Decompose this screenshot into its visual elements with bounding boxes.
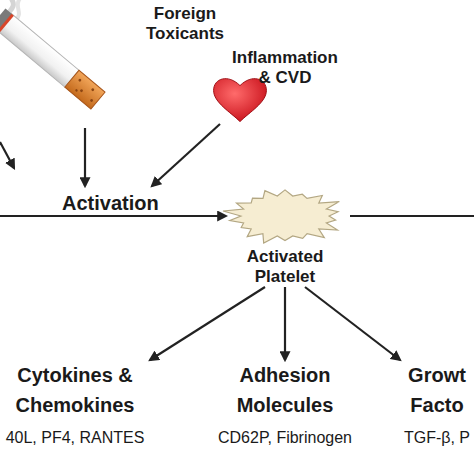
node-heading: Cytokines & Chemokines	[13, 360, 138, 420]
node-heading: Foreign Toxicants	[135, 4, 235, 44]
filter-speckle	[75, 89, 78, 92]
cigarette-ember	[0, 14, 14, 33]
product-group: Adhesion MoleculesCD62P, Fibrinogen	[210, 360, 360, 448]
source-label: Inflammation & CVD	[226, 48, 344, 88]
smoke-wisp	[16, 0, 22, 20]
node-heading: Activated Platelet	[235, 247, 335, 287]
cigarette-filter	[65, 70, 105, 109]
heart-illustration	[214, 79, 267, 122]
cigarette-paper	[0, 14, 79, 87]
source-label: Foreign Toxicants	[135, 4, 235, 44]
node-detail: TGF-β, P	[400, 428, 474, 448]
activation-arrow	[0, 215, 226, 217]
filter-speckle	[91, 88, 95, 92]
filter-speckle	[80, 89, 84, 93]
cigarette-illustration	[0, 9, 105, 109]
starburst-outline	[220, 185, 350, 247]
flow-arrow	[305, 287, 400, 360]
node-heading: Inflammation & CVD	[226, 48, 344, 88]
flow-arrow	[284, 287, 286, 360]
product-group: Growt FactoTGF-β, P	[400, 360, 474, 448]
input-arrow	[0, 142, 14, 168]
node-detail: 40L, PF4, RANTES	[0, 428, 150, 448]
input-arrow	[152, 124, 220, 186]
node-detail: CD62P, Fibrinogen	[210, 428, 360, 448]
output-line	[350, 215, 474, 217]
platelet-shape	[223, 190, 339, 243]
node-heading: Adhesion Molecules	[228, 360, 343, 420]
node-heading: Growt Facto	[400, 360, 474, 420]
flow-arrow	[150, 287, 265, 360]
platelet-starburst: Activated Platelet	[220, 185, 350, 287]
product-group: Cytokines & Chemokines 40L, PF4, RANTES	[0, 360, 150, 448]
filter-speckle	[78, 78, 82, 82]
process-label: Activation	[62, 192, 159, 215]
filter-speckle	[90, 98, 94, 102]
input-arrow	[84, 128, 86, 186]
